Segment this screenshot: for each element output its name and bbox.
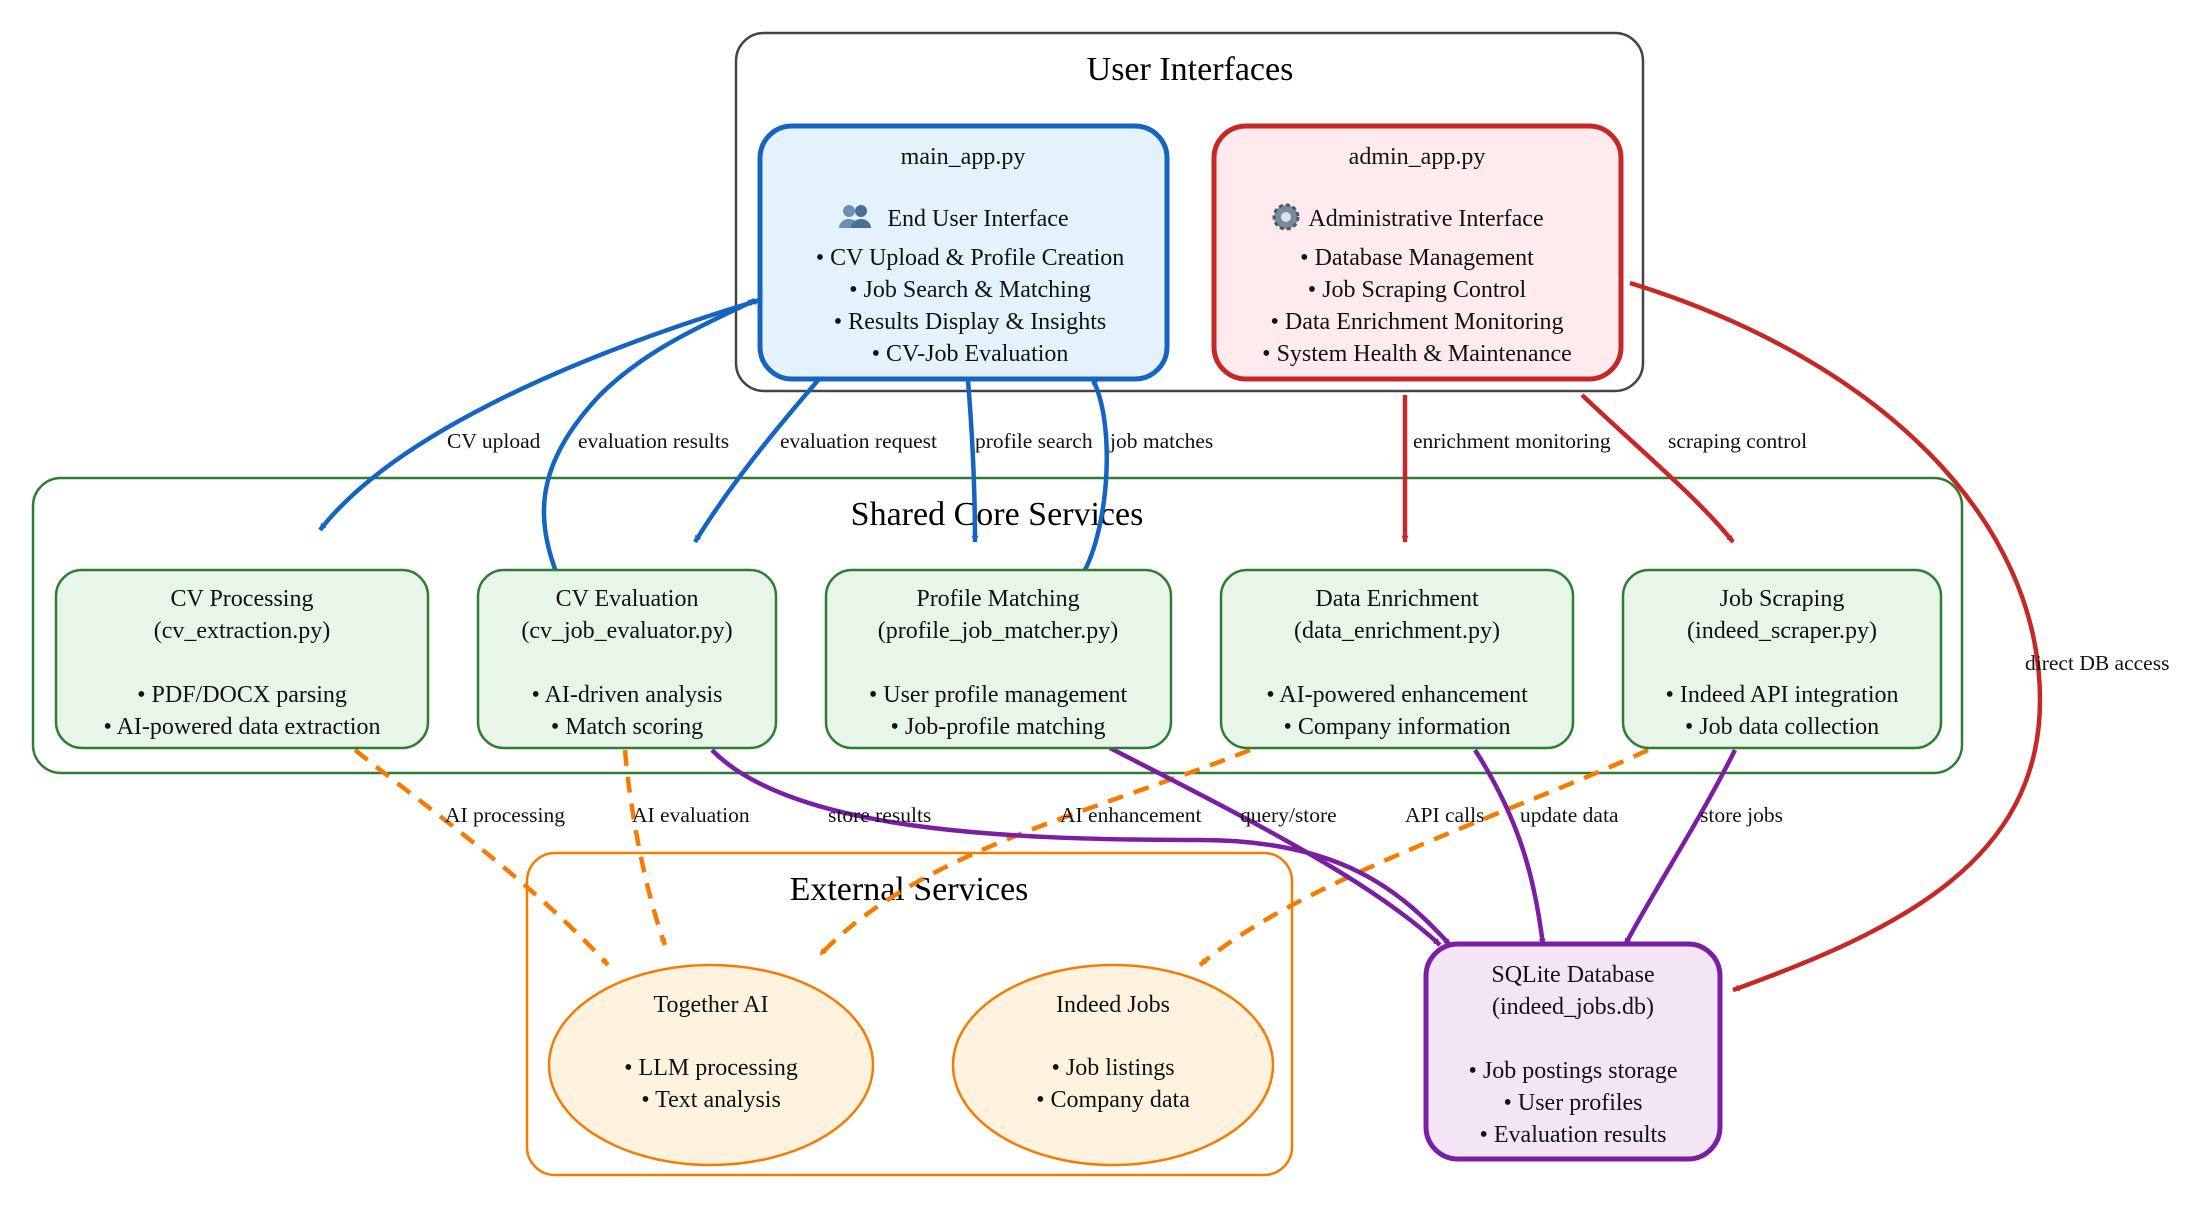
edge-store-jobs	[1623, 748, 1738, 947]
node-main-app[interactable]: main_app.py End User Interface • CV Uplo…	[757, 123, 1170, 382]
cv-processing-line: • PDF/DOCX parsing	[137, 682, 347, 708]
profile-matching-line: • User profile management	[869, 682, 1128, 708]
edge-label-scraping-control: scraping control	[1668, 429, 1807, 453]
cv-processing-title: CV Processing	[171, 586, 314, 612]
edge-label-enrichment-monitoring: enrichment monitoring	[1413, 429, 1611, 453]
edge-query-store	[1108, 745, 1442, 947]
users-icon	[839, 205, 871, 228]
job-scraping-title: Job Scraping	[1720, 586, 1845, 612]
cv-evaluation-line: • AI-driven analysis	[531, 682, 722, 708]
cluster-title-shared-core: Shared Core Services	[851, 496, 1144, 533]
profile-matching-title: Profile Matching	[916, 586, 1079, 612]
together-ai-line: • Text analysis	[641, 1087, 781, 1113]
cv-evaluation-line: • Match scoring	[551, 714, 703, 740]
edge-direct-db-access	[1629, 280, 2043, 993]
sqlite-db-line: • Evaluation results	[1479, 1122, 1666, 1148]
edge-label-ai-enhancement: AI enhancement	[1060, 803, 1201, 827]
profile-matching-file: (profile_job_matcher.py)	[878, 618, 1119, 644]
edge-label-store-jobs: store jobs	[1700, 803, 1783, 827]
data-enrichment-title: Data Enrichment	[1315, 586, 1479, 612]
edge-scraping-control	[1580, 393, 1735, 544]
cv-evaluation-file: (cv_job_evaluator.py)	[521, 618, 732, 644]
edge-evaluation-results	[541, 297, 757, 611]
edge-label-direct-db-access: direct DB access	[2025, 651, 2169, 675]
node-indeed-jobs[interactable]: Indeed Jobs • Job listings • Company dat…	[951, 963, 1275, 1167]
edge-profile-search	[965, 379, 979, 543]
cv-evaluation-title: CV Evaluation	[556, 586, 699, 612]
cluster-shared-core-services: Shared Core Services	[31, 476, 1964, 775]
edge-update-data	[1473, 748, 1546, 946]
cluster-user-interfaces: User Interfaces	[734, 31, 1645, 393]
data-enrichment-line: • Company information	[1283, 714, 1510, 740]
edge-label-store-results: store results	[828, 803, 931, 827]
data-enrichment-file: (data_enrichment.py)	[1294, 618, 1500, 644]
indeed-jobs-line: • Company data	[1036, 1087, 1190, 1113]
job-scraping-line: • Job data collection	[1685, 714, 1879, 740]
node-profile-matching[interactable]: Profile Matching (profile_job_matcher.py…	[824, 568, 1173, 750]
edge-label-evaluation-results: evaluation results	[578, 429, 729, 453]
node-admin-app[interactable]: admin_app.py Administrative Interface • …	[1211, 123, 1624, 382]
edge-label-cv-upload: CV upload	[447, 429, 541, 453]
edge-label-ai-evaluation: AI evaluation	[632, 803, 750, 827]
node-job-scraping[interactable]: Job Scraping (indeed_scraper.py) • Indee…	[1621, 568, 1943, 750]
main-app-line: • CV Upload & Profile Creation	[816, 245, 1125, 271]
edge-label-update-data: update data	[1520, 803, 1619, 827]
main-app-line: • Results Display & Insights	[834, 309, 1106, 335]
cluster-title-external: External Services	[790, 871, 1029, 908]
data-enrichment-line: • AI-powered enhancement	[1266, 682, 1528, 708]
edge-label-job-matches: job matches	[1109, 429, 1213, 453]
indeed-jobs-title: Indeed Jobs	[1056, 992, 1170, 1018]
edge-job-matches	[1082, 376, 1109, 572]
node-cv-processing[interactable]: CV Processing (cv_extraction.py) • PDF/D…	[54, 568, 430, 750]
sqlite-db-file: (indeed_jobs.db)	[1492, 994, 1654, 1020]
cluster-external-services: External Services	[525, 851, 1294, 1177]
edge-ai-evaluation	[622, 749, 668, 946]
together-ai-title: Together AI	[654, 992, 769, 1018]
admin-app-line: • Data Enrichment Monitoring	[1270, 309, 1563, 335]
main-app-subtitle: End User Interface	[887, 206, 1068, 232]
edge-label-evaluation-request: evaluation request	[780, 429, 937, 453]
edge-ai-processing	[353, 748, 610, 967]
edge-store-results	[710, 748, 1452, 947]
edge-label-api-calls: API calls	[1405, 803, 1484, 827]
admin-app-subtitle: Administrative Interface	[1308, 206, 1543, 232]
node-together-ai[interactable]: Together AI • LLM processing • Text anal…	[547, 963, 875, 1167]
together-ai-line: • LLM processing	[624, 1055, 798, 1081]
job-scraping-line: • Indeed API integration	[1665, 682, 1898, 708]
node-data-enrichment[interactable]: Data Enrichment (data_enrichment.py) • A…	[1219, 568, 1575, 750]
sqlite-db-title: SQLite Database	[1491, 962, 1654, 988]
main-app-line: • CV-Job Evaluation	[872, 341, 1069, 367]
job-scraping-file: (indeed_scraper.py)	[1687, 618, 1877, 644]
main-app-title: main_app.py	[901, 144, 1026, 170]
indeed-jobs-line: • Job listings	[1051, 1055, 1174, 1081]
edge-label-query-store: query/store	[1240, 803, 1337, 827]
edge-evaluation-request	[693, 376, 822, 544]
node-sqlite-database[interactable]: SQLite Database (indeed_jobs.db) • Job p…	[1423, 941, 1723, 1162]
admin-app-line: • Job Scraping Control	[1308, 277, 1527, 303]
admin-app-title: admin_app.py	[1349, 144, 1486, 170]
admin-app-line: • System Health & Maintenance	[1262, 341, 1572, 367]
sqlite-db-line: • Job postings storage	[1468, 1058, 1677, 1084]
cv-processing-file: (cv_extraction.py)	[154, 618, 331, 644]
edge-label-profile-search: profile search	[975, 429, 1093, 453]
cv-processing-line: • AI-powered data extraction	[104, 714, 381, 740]
sqlite-db-line: • User profiles	[1503, 1090, 1642, 1116]
edge-cv-upload	[318, 297, 761, 532]
cluster-title-user-interfaces: User Interfaces	[1087, 51, 1294, 88]
edge-label-ai-processing: AI processing	[445, 803, 565, 827]
main-app-line: • Job Search & Matching	[849, 277, 1091, 303]
profile-matching-line: • Job-profile matching	[890, 714, 1105, 740]
node-cv-evaluation[interactable]: CV Evaluation (cv_job_evaluator.py) • AI…	[476, 568, 778, 750]
gear-icon	[1272, 203, 1300, 231]
edge-api-calls	[1198, 747, 1649, 967]
admin-app-line: • Database Management	[1300, 245, 1534, 271]
